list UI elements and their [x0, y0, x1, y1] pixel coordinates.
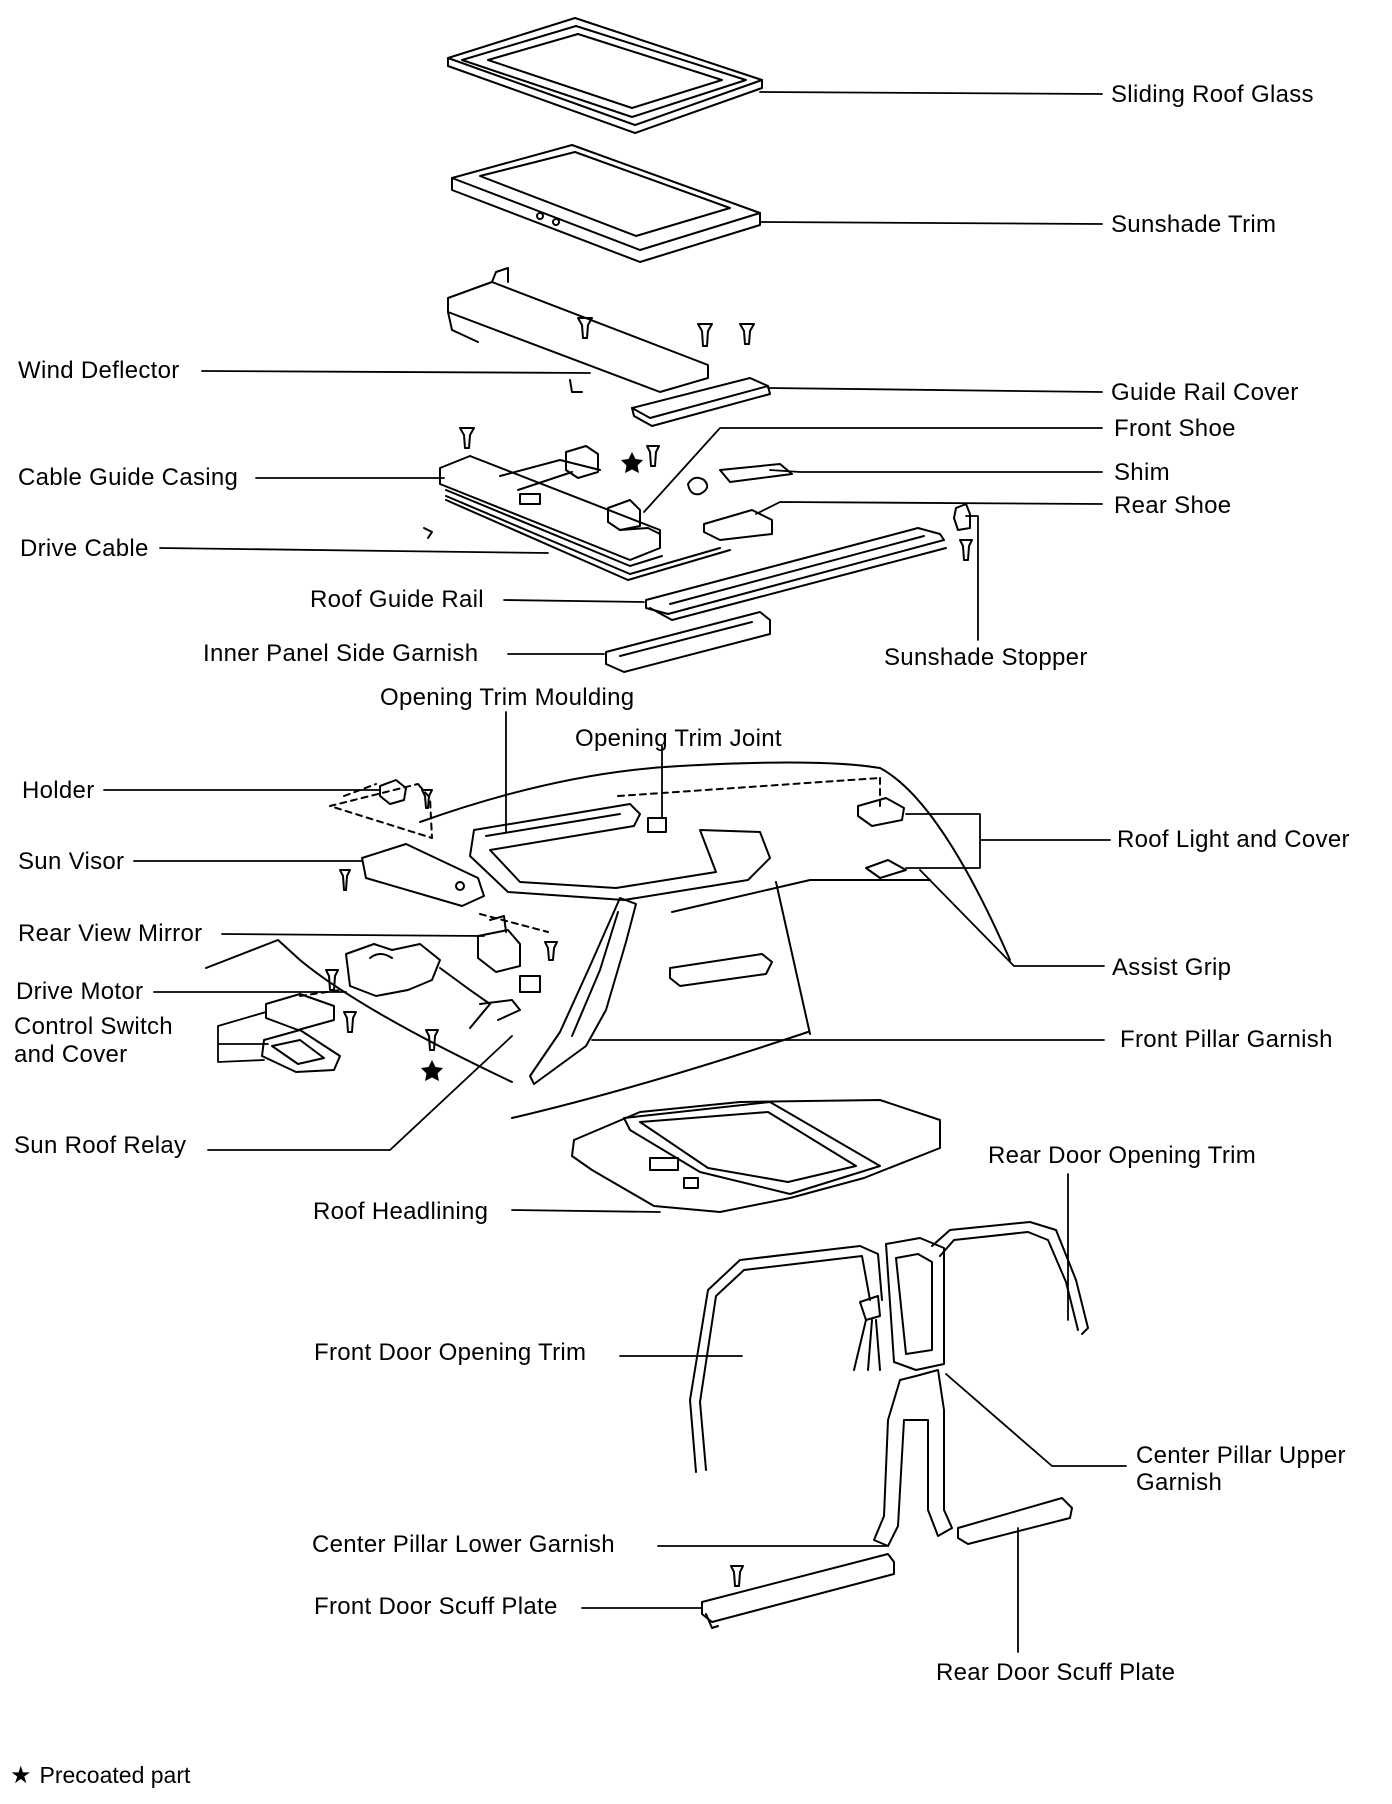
leader-lines: [103, 91, 1127, 1653]
holder-part: [329, 779, 433, 839]
label-guide-rail-cover: Guide Rail Cover: [1111, 379, 1299, 406]
label-cable-guide-casing: Cable Guide Casing: [18, 464, 239, 491]
label-center-pillar-upper-line1: Center Pillar Upper: [1136, 1442, 1346, 1469]
star-icon: ★: [10, 1762, 32, 1789]
roof-guide-rail-part: [645, 527, 947, 621]
center-pillar-upper-garnish-part: [885, 1237, 945, 1371]
label-rear-door-scuff-plate: Rear Door Scuff Plate: [936, 1659, 1176, 1686]
rear-door-opening-trim-part: [931, 1221, 1089, 1335]
screw-parts: [325, 317, 973, 1587]
rear-view-mirror-part: [477, 913, 549, 993]
label-center-pillar-upper-line2: Garnish: [1136, 1469, 1223, 1496]
label-opening-trim-joint: Opening Trim Joint: [575, 725, 782, 752]
front-pillar-garnish-part: [529, 897, 637, 1085]
label-inner-panel-side-garnish: Inner Panel Side Garnish: [203, 640, 479, 667]
sliding-roof-glass-part: [447, 17, 763, 134]
label-center-pillar-lower-garnish: Center Pillar Lower Garnish: [312, 1531, 615, 1558]
label-sun-visor: Sun Visor: [18, 848, 125, 875]
guide-rail-cover-part: [631, 377, 771, 427]
front-door-scuff-plate-part: [701, 1553, 895, 1629]
cable-guide-casing-part: [439, 445, 731, 581]
label-assist-grip: Assist Grip: [1112, 954, 1232, 981]
drive-motor-part: [345, 943, 521, 1029]
label-front-shoe: Front Shoe: [1114, 415, 1236, 442]
label-sunshade-stopper: Sunshade Stopper: [884, 644, 1088, 671]
label-opening-trim-moulding: Opening Trim Moulding: [380, 684, 635, 711]
wind-deflector-part: [447, 267, 709, 393]
roof-outline: [205, 761, 1011, 1119]
assist-grip-part: [669, 953, 773, 987]
label-wind-deflector: Wind Deflector: [18, 357, 180, 384]
label-sliding-roof-glass: Sliding Roof Glass: [1111, 81, 1314, 108]
label-front-door-opening-trim: Front Door Opening Trim: [314, 1339, 587, 1366]
control-switch-part: [261, 989, 341, 1073]
label-rear-door-opening-trim: Rear Door Opening Trim: [988, 1142, 1257, 1169]
label-sun-roof-relay: Sun Roof Relay: [14, 1132, 187, 1159]
sunshade-stopper-part: [953, 503, 971, 531]
label-front-pillar-garnish: Front Pillar Garnish: [1120, 1026, 1333, 1053]
inner-panel-side-garnish-part: [605, 611, 771, 673]
label-drive-cable: Drive Cable: [20, 535, 149, 562]
sun-visor-part: [361, 843, 485, 907]
label-rear-shoe: Rear Shoe: [1114, 492, 1232, 519]
clip-part: [853, 1295, 881, 1371]
label-rear-view-mirror: Rear View Mirror: [18, 920, 203, 947]
rear-door-scuff-plate-part: [957, 1497, 1073, 1545]
label-holder: Holder: [22, 777, 95, 804]
label-roof-light-and-cover: Roof Light and Cover: [1117, 826, 1350, 853]
legend-text: Precoated part: [39, 1762, 191, 1788]
roof-headlining-part: [571, 1099, 941, 1213]
precoated-star-icons: [421, 452, 643, 1081]
sunshade-trim-part: [451, 144, 761, 263]
front-door-opening-trim-part: [689, 1245, 883, 1473]
rear-shoe-part: [703, 509, 773, 541]
label-drive-motor: Drive Motor: [16, 978, 144, 1005]
front-shoe-part: [607, 499, 661, 535]
opening-trim-moulding-part: [469, 803, 771, 901]
label-control-switch-line1: Control Switch: [14, 1013, 173, 1040]
label-front-door-scuff-plate: Front Door Scuff Plate: [314, 1593, 558, 1620]
label-shim: Shim: [1114, 459, 1170, 486]
shim-part: [687, 463, 793, 496]
label-roof-headlining: Roof Headlining: [313, 1198, 489, 1225]
label-control-switch-line2: and Cover: [14, 1041, 128, 1068]
center-pillar-lower-garnish-part: [873, 1369, 953, 1547]
label-sunshade-trim: Sunshade Trim: [1111, 211, 1277, 238]
label-roof-guide-rail: Roof Guide Rail: [310, 586, 484, 613]
legend: ★ Precoated part: [10, 1761, 190, 1790]
